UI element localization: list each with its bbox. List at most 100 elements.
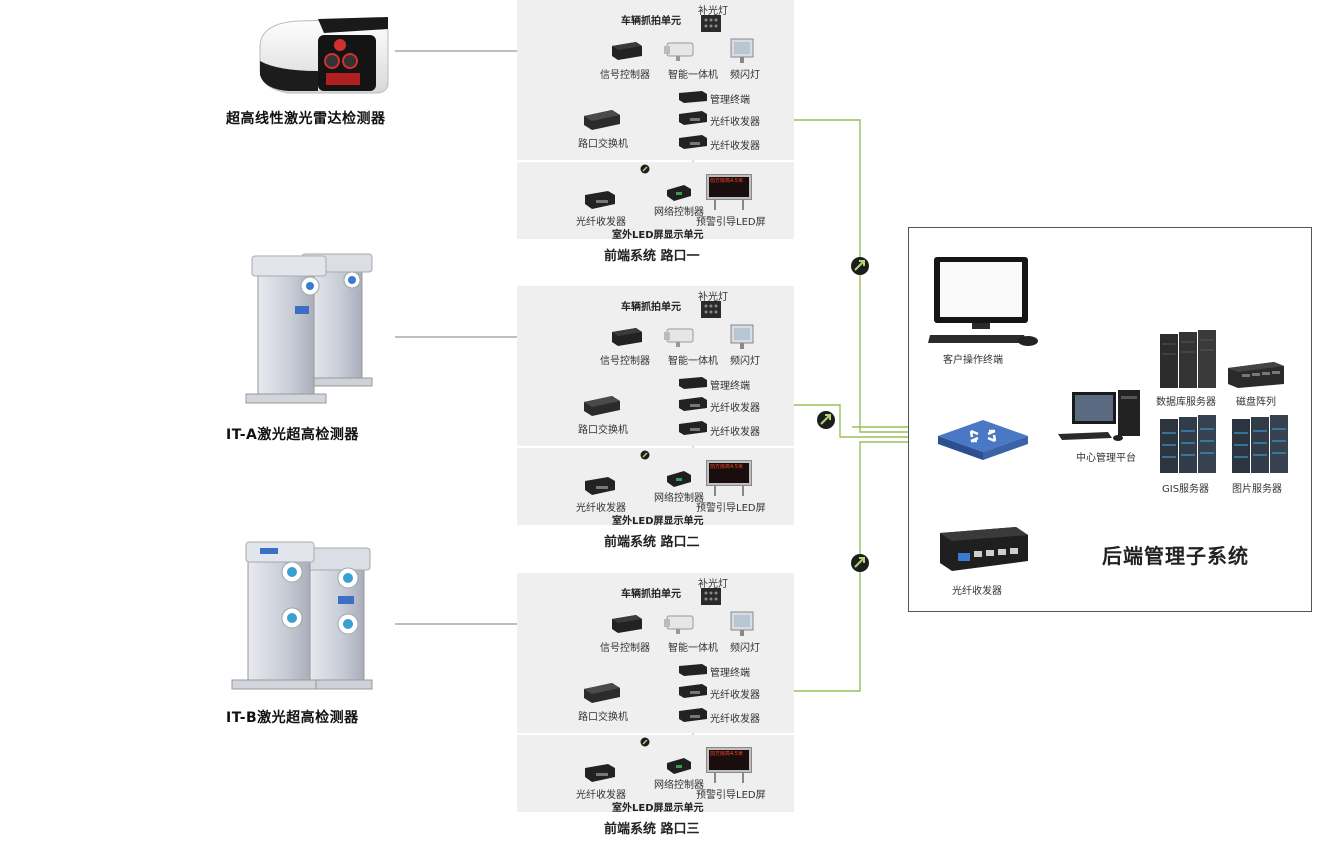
central-platform-image [1058,390,1153,442]
smart-camera-label: 智能一体机 [668,643,718,654]
signal-controller-label: 信号控制器 [600,356,650,367]
capture-unit-title: 车辆抓拍单元 [621,302,681,313]
fiber-transceiver-label-1: 光纤收发器 [710,690,760,701]
gis-server-label: GIS服务器 [1162,484,1210,495]
led-fiber-transceiver-icon [584,476,616,496]
warning-led-screen: 前方限高4.5米 [706,460,752,496]
fiber-transceiver-label-1: 光纤收发器 [710,117,760,128]
smart-camera-icon [664,613,694,635]
outdoor-led-unit-title: 室外LED屏显示单元 [612,803,704,814]
detector-label-2: IT-A激光超高检测器 [226,427,359,443]
led-fiber-transceiver-label: 光纤收发器 [576,790,626,801]
fiber-transceiver-label-2: 光纤收发器 [710,141,760,152]
lidar-detector-image [258,15,390,95]
fiber-transceiver-icon-2 [678,134,708,150]
image-server-image [1232,415,1288,475]
led-fiber-icon [640,737,650,747]
intersection-switch-icon [582,108,622,132]
fiber-transceiver-icon-1 [678,683,708,699]
network-controller-icon [666,470,692,488]
management-terminal-icon [678,663,708,677]
it-b-detector-image [230,540,375,692]
section-title: 前端系统 路口一 [604,249,700,264]
led-fiber-transceiver-label: 光纤收发器 [576,503,626,514]
smart-camera-label: 智能一体机 [668,70,718,81]
intersection-switch-label: 路口交换机 [578,139,628,150]
db-server-label: 数据库服务器 [1156,397,1216,408]
signal-controller-icon [610,40,644,62]
image-server-label: 图片服务器 [1232,484,1282,495]
backend-fiber-transceiver-label: 光纤收发器 [952,586,1002,597]
strobe-light-label: 频闪灯 [730,70,760,81]
fiber-transceiver-label-1: 光纤收发器 [710,403,760,414]
led-fiber-transceiver-icon [584,190,616,210]
disk-array-label: 磁盘阵列 [1236,397,1276,408]
capture-unit-panel [517,286,794,446]
management-terminal-label: 管理终端 [710,381,750,392]
network-controller-icon [666,757,692,775]
led-fiber-transceiver-icon [584,763,616,783]
core-switch-image [938,410,1028,460]
warning-led-screen: 前方限高4.5米 [706,747,752,783]
client-terminal-image [928,255,1043,350]
frontend-section-1: 车辆抓拍单元 补光灯 信号控制器 智能一体机 频闪灯 管理终端 光纤收发器 光纤… [0,0,1319,264]
management-terminal-label: 管理终端 [710,95,750,106]
smart-camera-label: 智能一体机 [668,356,718,367]
fiber-transceiver-icon-1 [678,110,708,126]
fill-light-label: 补光灯 [698,6,728,17]
section-title: 前端系统 路口三 [604,822,700,837]
network-controller-label: 网络控制器 [654,780,704,791]
capture-unit-title: 车辆抓拍单元 [621,16,681,27]
signal-controller-label: 信号控制器 [600,643,650,654]
management-terminal-icon [678,90,708,104]
fiber-transceiver-label-2: 光纤收发器 [710,427,760,438]
strobe-light-icon [728,38,756,66]
fiber-transceiver-icon-1 [678,396,708,412]
strobe-light-icon [728,324,756,352]
fill-light-icon [700,587,722,607]
section-title: 前端系统 路口二 [604,535,700,550]
led-screen-text: 前方限高4.5米 [710,178,743,184]
disk-array-image [1228,362,1284,388]
frontend-section-3: 车辆抓拍单元 补光灯 信号控制器 智能一体机 频闪灯 管理终端 光纤收发器 光纤… [0,573,1319,837]
detector-label-1: 超高线性激光雷达检测器 [226,111,386,127]
strobe-light-label: 频闪灯 [730,643,760,654]
capture-unit-title: 车辆抓拍单元 [621,589,681,600]
detector-label-3: IT-B激光超高检测器 [226,710,359,726]
capture-unit-panel [517,573,794,733]
fiber-transceiver-icon-2 [678,707,708,723]
signal-controller-icon [610,613,644,635]
client-terminal-label: 客户操作终端 [943,355,1003,366]
fill-light-label: 补光灯 [698,579,728,590]
db-server-image [1160,330,1216,390]
backend-title: 后端管理子系统 [1102,544,1249,568]
strobe-light-icon [728,611,756,639]
strobe-light-label: 频闪灯 [730,356,760,367]
smart-camera-icon [664,326,694,348]
smart-camera-icon [664,40,694,62]
gis-server-image [1160,415,1216,475]
intersection-switch-label: 路口交换机 [578,425,628,436]
signal-controller-label: 信号控制器 [600,70,650,81]
fiber-link-icons [817,257,869,572]
intersection-switch-label: 路口交换机 [578,712,628,723]
it-a-detector-image [240,250,375,405]
backend-fiber-transceiver-image [936,525,1030,575]
frontend-section-2: 车辆抓拍单元 补光灯 信号控制器 智能一体机 频闪灯 管理终端 光纤收发器 光纤… [0,286,1319,550]
intersection-switch-icon [582,681,622,705]
led-screen-text: 前方限高4.5米 [710,464,743,470]
warning-led-label: 预警引导LED屏 [696,217,766,228]
fiber-transceiver-icon-2 [678,420,708,436]
management-terminal-icon [678,376,708,390]
outdoor-led-unit-title: 室外LED屏显示单元 [612,230,704,241]
fill-light-icon [700,300,722,320]
network-controller-label: 网络控制器 [654,493,704,504]
central-platform-label: 中心管理平台 [1076,453,1136,464]
led-screen-text: 前方限高4.5米 [710,751,743,757]
management-terminal-label: 管理终端 [710,668,750,679]
warning-led-screen: 前方限高4.5米 [706,174,752,210]
network-controller-icon [666,184,692,202]
led-fiber-icon [640,450,650,460]
network-controller-label: 网络控制器 [654,207,704,218]
outdoor-led-unit-title: 室外LED屏显示单元 [612,516,704,527]
